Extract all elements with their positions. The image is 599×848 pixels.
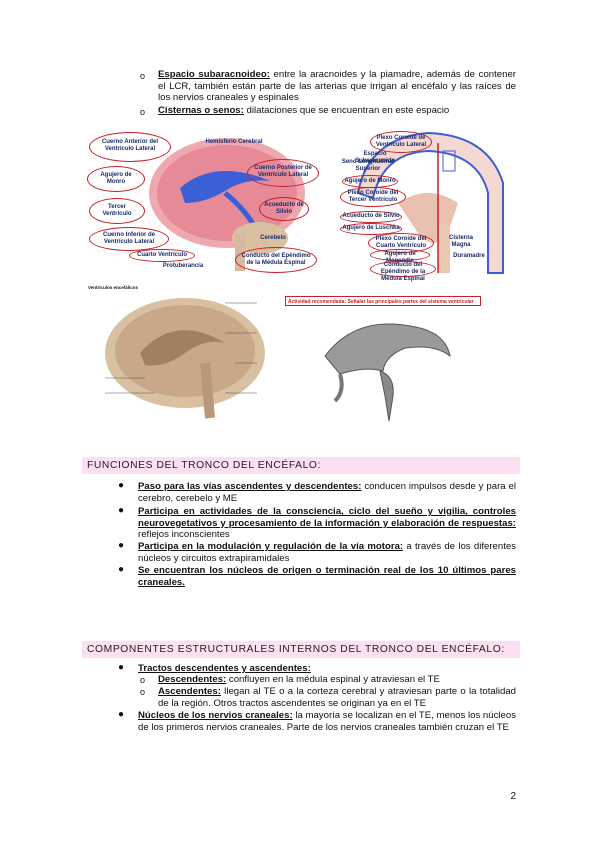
- label-cuerno-anterior: Cuerno Anterior del Ventrículo Lateral: [101, 139, 159, 152]
- ascendentes-item: Ascendentes: llegan al TE o a la corteza…: [158, 686, 516, 709]
- label-oval: [247, 159, 319, 187]
- label-oval: [259, 197, 309, 221]
- bullet-circle: o: [140, 675, 146, 685]
- tractos-item: Tractos descendentes y ascendentes:: [138, 663, 311, 674]
- label-conducto-ependimo-2: Conducto del Epéndimo de la Médula Espin…: [380, 262, 426, 282]
- label-oval: [340, 223, 402, 235]
- anatomical-illustration: [85, 283, 281, 431]
- label-cuarto-ventriculo: Cuarto Ventrículo: [136, 252, 187, 258]
- figure-csf-circulation: Plexo Coroide de Ventrículo Lateral Espa…: [338, 123, 516, 282]
- label-oval: [235, 247, 317, 273]
- label-cuerno-inferior: Cuerno Inferior de Ventrículo Lateral: [102, 232, 155, 245]
- section-header-funciones: FUNCIONES DEL TRONCO DEL ENCÉFALO:: [82, 457, 520, 474]
- page-number: 2: [510, 791, 516, 802]
- label-oval: [89, 227, 169, 251]
- bullet-dot: ●: [118, 480, 125, 491]
- label-seno-longitudinal: Seno Longitudinal Superior: [341, 159, 395, 172]
- csf-illustration: [356, 131, 504, 274]
- label-cerebelo: Cerebelo: [260, 235, 286, 241]
- label-duramadre: Duramadre: [453, 253, 485, 259]
- item-cisternas: Cisternas o senos: dilataciones que se e…: [158, 105, 450, 116]
- label-cuerno-posterior: Cuerno Posterior de Ventrículo Lateral: [254, 165, 312, 178]
- bullet-dot: ●: [118, 505, 125, 516]
- nucleos-item: Núcleos de los nervios craneales: la may…: [138, 710, 516, 733]
- label-oval: [370, 261, 436, 277]
- funcion-1: Paso para las vías ascendentes y descend…: [138, 481, 516, 504]
- label-oval: [89, 198, 145, 224]
- descendentes-item: Descendentes: confluyen en la médula esp…: [158, 674, 440, 685]
- funcion-2: Participa en actividades de la conscienc…: [138, 506, 516, 541]
- anatomical-figure-title: Ventrículos encefálicos: [88, 285, 139, 290]
- cast-illustration: [324, 323, 451, 422]
- label-oval: [370, 131, 432, 153]
- bullet-circle: o: [140, 107, 146, 117]
- funcion-3: Participa en la modulación y regulación …: [138, 541, 517, 564]
- bullet-dot: ●: [118, 709, 125, 720]
- funcion-4: Se encuentran los núcleos de origen o te…: [138, 565, 516, 588]
- bullet-circle: o: [140, 71, 146, 81]
- label-oval: [89, 132, 171, 162]
- figure-ventricular-cast: Actividad recomendada: Señalar las princ…: [285, 296, 483, 431]
- bullet-circle: o: [140, 687, 146, 697]
- label-agujero-monro-2: Agujero de Monro: [344, 178, 396, 184]
- section-header-componentes: COMPONENTES ESTRUCTURALES INTERNOS DEL T…: [82, 641, 520, 658]
- label-tercer-ventriculo: Tercer Ventrículo: [102, 204, 132, 217]
- activity-note: Actividad recomendada: Señalar las princ…: [285, 296, 481, 306]
- label-conducto-ependimo: Conducto del Epéndimo de la Médula Espin…: [241, 253, 311, 266]
- label-plexo-lateral: Plexo Coroide de Ventrículo Lateral: [375, 135, 427, 148]
- label-protuberancia: Protuberancia: [162, 263, 204, 269]
- bullet-dot: ●: [118, 564, 125, 575]
- label-cisterna-magna: Cisterna Magna: [448, 235, 473, 248]
- label-hemisferio: Hemisferio Cerebral: [205, 139, 263, 145]
- label-oval: [340, 187, 406, 207]
- label-luschka: Agujero de Luschka: [342, 225, 400, 231]
- label-oval: [87, 166, 145, 192]
- label-acueducto: Acueducto de Silvio: [264, 202, 304, 215]
- label-plexo-cuarto: Plexo Coroide del Cuarto Ventrículo: [375, 236, 427, 249]
- bullet-dot: ●: [118, 662, 125, 673]
- bullet-dot: ●: [118, 540, 125, 551]
- item-espacio-subaracnoideo: Espacio subaracnoideo: entre la aracnoid…: [158, 69, 516, 104]
- label-agujero-monro: Agujero de Monro: [100, 172, 132, 185]
- label-acueducto-2: Acueducto de Silvio: [342, 213, 400, 219]
- label-espacio-subaracnoide: Espacio Subaracnoide: [355, 151, 395, 164]
- label-oval: [129, 249, 195, 262]
- label-plexo-tercer: Plexo Coroide del Tercer Ventrículo: [347, 190, 399, 203]
- figure-anatomical-ventricles: Ventrículos encefálicos: [85, 283, 281, 431]
- figure-ventricles-lateral: Cuerno Anterior del Ventrículo Lateral A…: [85, 123, 330, 275]
